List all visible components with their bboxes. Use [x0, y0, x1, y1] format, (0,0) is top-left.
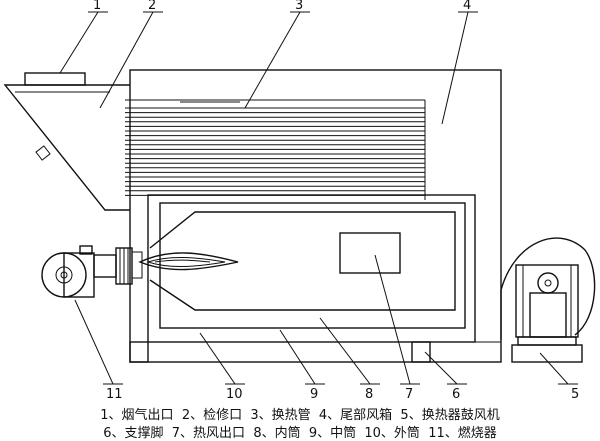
callout-2: 2: [148, 0, 156, 13]
outer-cylinder: [147, 194, 476, 343]
burner: [41, 245, 143, 298]
inlet-hopper: [3, 72, 130, 211]
heat-exchanger-blower: [500, 237, 596, 363]
callout-6: 6: [452, 387, 460, 402]
callout-11: 11: [106, 387, 123, 402]
callout-1: 1: [93, 0, 101, 13]
outer-housing: [129, 69, 502, 363]
leader-lines: [59, 11, 578, 385]
flame: [138, 252, 239, 271]
legend-line-1: 1、烟气出口 2、检修口 3、换热管 4、尾部风箱 5、换热器鼓风机: [100, 408, 500, 423]
middle-cylinder: [159, 202, 466, 329]
callout-3: 3: [295, 0, 303, 13]
callout-7: 7: [405, 387, 413, 402]
heat-exchange-tubes: [125, 99, 426, 200]
support-legs: [129, 341, 431, 363]
legend-line-2: 6、支撑脚 7、热风出口 8、内筒 9、中筒 10、外筒 11、燃烧器: [103, 426, 497, 441]
callout-5: 5: [571, 387, 579, 402]
inner-cylinder: [149, 211, 456, 311]
callout-9: 9: [310, 387, 318, 402]
callout-8: 8: [365, 387, 373, 402]
callout-4: 4: [463, 0, 471, 13]
hot-air-outlet: [339, 232, 401, 274]
callout-10: 10: [226, 387, 243, 402]
